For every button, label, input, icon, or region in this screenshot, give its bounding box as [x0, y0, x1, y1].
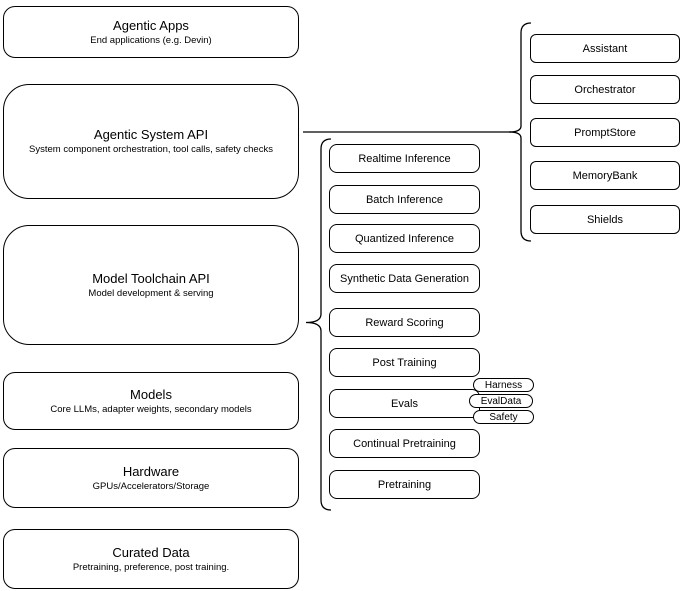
node-continual-pretraining: Continual Pretraining [329, 429, 480, 458]
node-label: Realtime Inference [358, 152, 451, 165]
node-synthetic-data-generation: Synthetic Data Generation [329, 264, 480, 293]
tag-label: Safety [489, 411, 518, 423]
node-label: Continual Pretraining [353, 437, 456, 450]
components-bracket [508, 22, 532, 242]
node-post-training: Post Training [329, 348, 480, 377]
node-subtitle: GPUs/Accelerators/Storage [92, 480, 210, 492]
node-evals: Evals [329, 389, 480, 418]
node-assistant: Assistant [530, 34, 680, 63]
node-subtitle: Core LLMs, adapter weights, secondary mo… [50, 403, 252, 415]
node-subtitle: Model development & serving [88, 287, 214, 299]
node-shields: Shields [530, 205, 680, 234]
node-model-toolchain-api: Model Toolchain API Model development & … [3, 225, 299, 345]
tag-safety: Safety [473, 410, 534, 424]
node-agentic-apps: Agentic Apps End applications (e.g. Devi… [3, 6, 299, 58]
node-hardware: Hardware GPUs/Accelerators/Storage [3, 448, 299, 508]
node-agentic-system-api: Agentic System API System component orch… [3, 84, 299, 199]
toolchain-brace [305, 138, 332, 511]
node-models: Models Core LLMs, adapter weights, secon… [3, 372, 299, 430]
node-label: Shields [586, 213, 624, 226]
node-batch-inference: Batch Inference [329, 185, 480, 214]
node-label: Batch Inference [365, 193, 444, 206]
node-title: Curated Data [112, 544, 190, 560]
tag-evaldata: EvalData [469, 394, 533, 408]
node-subtitle: System component orchestration, tool cal… [29, 144, 273, 155]
node-label: Evals [391, 397, 418, 410]
node-label: MemoryBank [572, 169, 638, 182]
node-label: Assistant [582, 42, 628, 55]
node-reward-scoring: Reward Scoring [329, 308, 480, 337]
tag-label: Harness [484, 379, 523, 391]
node-title: Agentic System API [93, 127, 209, 142]
node-memorybank: MemoryBank [530, 161, 680, 190]
node-label: PromptStore [574, 126, 636, 139]
tag-label: EvalData [480, 395, 522, 407]
node-title: Hardware [122, 463, 180, 479]
node-subtitle: End applications (e.g. Devin) [90, 34, 212, 46]
node-label: Pretraining [377, 478, 432, 491]
node-label: Reward Scoring [365, 316, 444, 329]
node-title: Model Toolchain API [92, 270, 210, 286]
node-label: Quantized Inference [354, 232, 455, 245]
node-pretraining: Pretraining [329, 470, 480, 499]
node-promptstore: PromptStore [530, 118, 680, 147]
node-label: Orchestrator [574, 83, 636, 96]
node-title: Agentic Apps [113, 17, 189, 33]
node-label: Synthetic Data Generation [339, 272, 470, 285]
node-label: Post Training [372, 356, 437, 369]
node-realtime-inference: Realtime Inference [329, 144, 480, 173]
tag-harness: Harness [473, 378, 534, 392]
node-curated-data: Curated Data Pretraining, preference, po… [3, 529, 299, 589]
node-subtitle: Pretraining, preference, post training. [72, 561, 230, 573]
node-title: Models [130, 386, 172, 402]
node-orchestrator: Orchestrator [530, 75, 680, 104]
node-quantized-inference: Quantized Inference [329, 224, 480, 253]
